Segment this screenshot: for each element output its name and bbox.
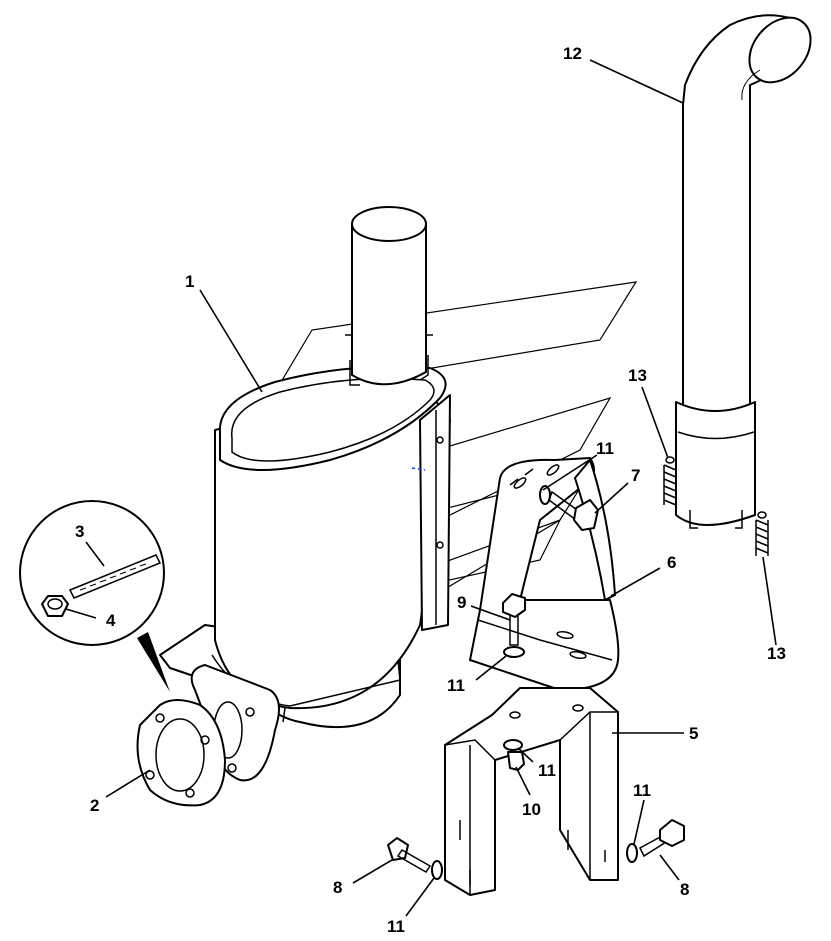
callout-11-mid-left: 11: [447, 676, 465, 695]
callout-10: 10: [522, 800, 541, 819]
callout-8-right: 8: [680, 880, 690, 899]
callout-11-right: 11: [633, 781, 651, 800]
nut-10: [503, 739, 525, 771]
lower-bracket: [444, 687, 619, 896]
leader-lines: [65, 59, 777, 917]
callout-7: 7: [631, 466, 641, 485]
callout-9: 9: [457, 593, 467, 612]
callout-3: 3: [75, 522, 85, 541]
muffler-body: [159, 206, 451, 729]
callout-1: 1: [185, 272, 195, 291]
spring-right: [755, 511, 769, 556]
tail-pipe: [675, 14, 812, 529]
bolt-9: [502, 593, 526, 658]
callout-11-bottom: 11: [387, 917, 405, 936]
detail-magnifier: [19, 500, 170, 692]
callout-8-left: 8: [333, 878, 343, 897]
bolt-8-right: [626, 819, 685, 863]
alignment-dash: [411, 467, 426, 471]
callout-5: 5: [689, 724, 699, 743]
bolt-8-left: [387, 837, 443, 880]
callout-2: 2: [90, 796, 100, 815]
callout-13-lower: 13: [767, 644, 786, 663]
callout-4: 4: [106, 611, 116, 630]
callout-6: 6: [667, 553, 677, 572]
callout-13-upper: 13: [628, 366, 647, 385]
bolt-7: [539, 485, 599, 531]
flange-gasket: [136, 699, 226, 807]
callout-11-upper: 11: [596, 439, 614, 458]
spring-left: [663, 456, 677, 506]
callout-12: 12: [563, 44, 582, 63]
callout-11-center: 11: [538, 761, 556, 780]
upper-bracket: [469, 457, 620, 691]
